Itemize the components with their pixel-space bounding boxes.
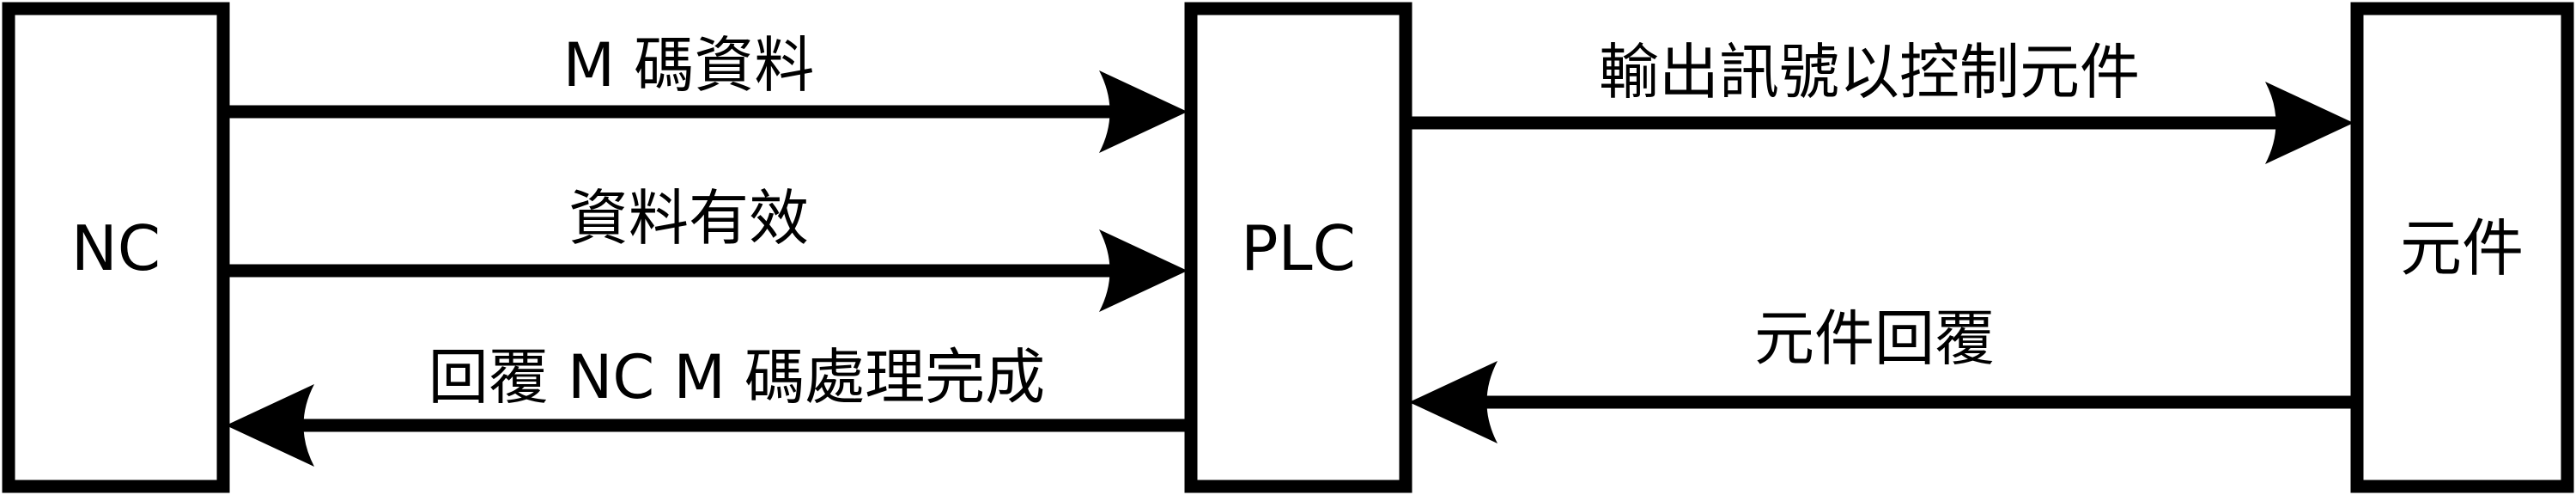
nc-label: NC <box>71 212 161 284</box>
nc-box <box>2 2 230 493</box>
nc-node: NC <box>2 2 230 493</box>
plc-node: PLC <box>1184 2 1413 493</box>
arrow-reply-nc-head <box>226 384 314 467</box>
component-node: 元件 <box>2350 2 2574 493</box>
arrow-reply-nc: 回覆 NC M 碼處理完成 <box>226 342 1191 467</box>
arrow-component-reply-label: 元件回覆 <box>1754 303 1995 374</box>
arrow-data-valid-head <box>1099 229 1188 312</box>
arrow-data-valid: 資料有效 <box>223 183 1188 312</box>
arrow-m-code-data-head <box>1099 70 1188 153</box>
arrow-m-code-data-label: M 碼資料 <box>563 30 815 101</box>
arrow-reply-nc-label: 回覆 NC M 碼處理完成 <box>428 342 1045 412</box>
arrow-component-reply-head <box>1409 361 1498 443</box>
arrow-output-signal-label: 輸出訊號以控制元件 <box>1599 37 2140 107</box>
plc-label: PLC <box>1241 212 1356 284</box>
arrow-data-valid-label: 資料有效 <box>568 183 809 254</box>
arrow-output-signal-head <box>2265 82 2354 164</box>
arrow-output-signal: 輸出訊號以控制元件 <box>1406 37 2354 164</box>
arrow-m-code-data: M 碼資料 <box>223 30 1188 153</box>
component-label: 元件 <box>2400 212 2524 284</box>
arrow-component-reply: 元件回覆 <box>1409 303 2357 443</box>
plc-box <box>1184 2 1413 493</box>
component-box <box>2350 2 2574 493</box>
